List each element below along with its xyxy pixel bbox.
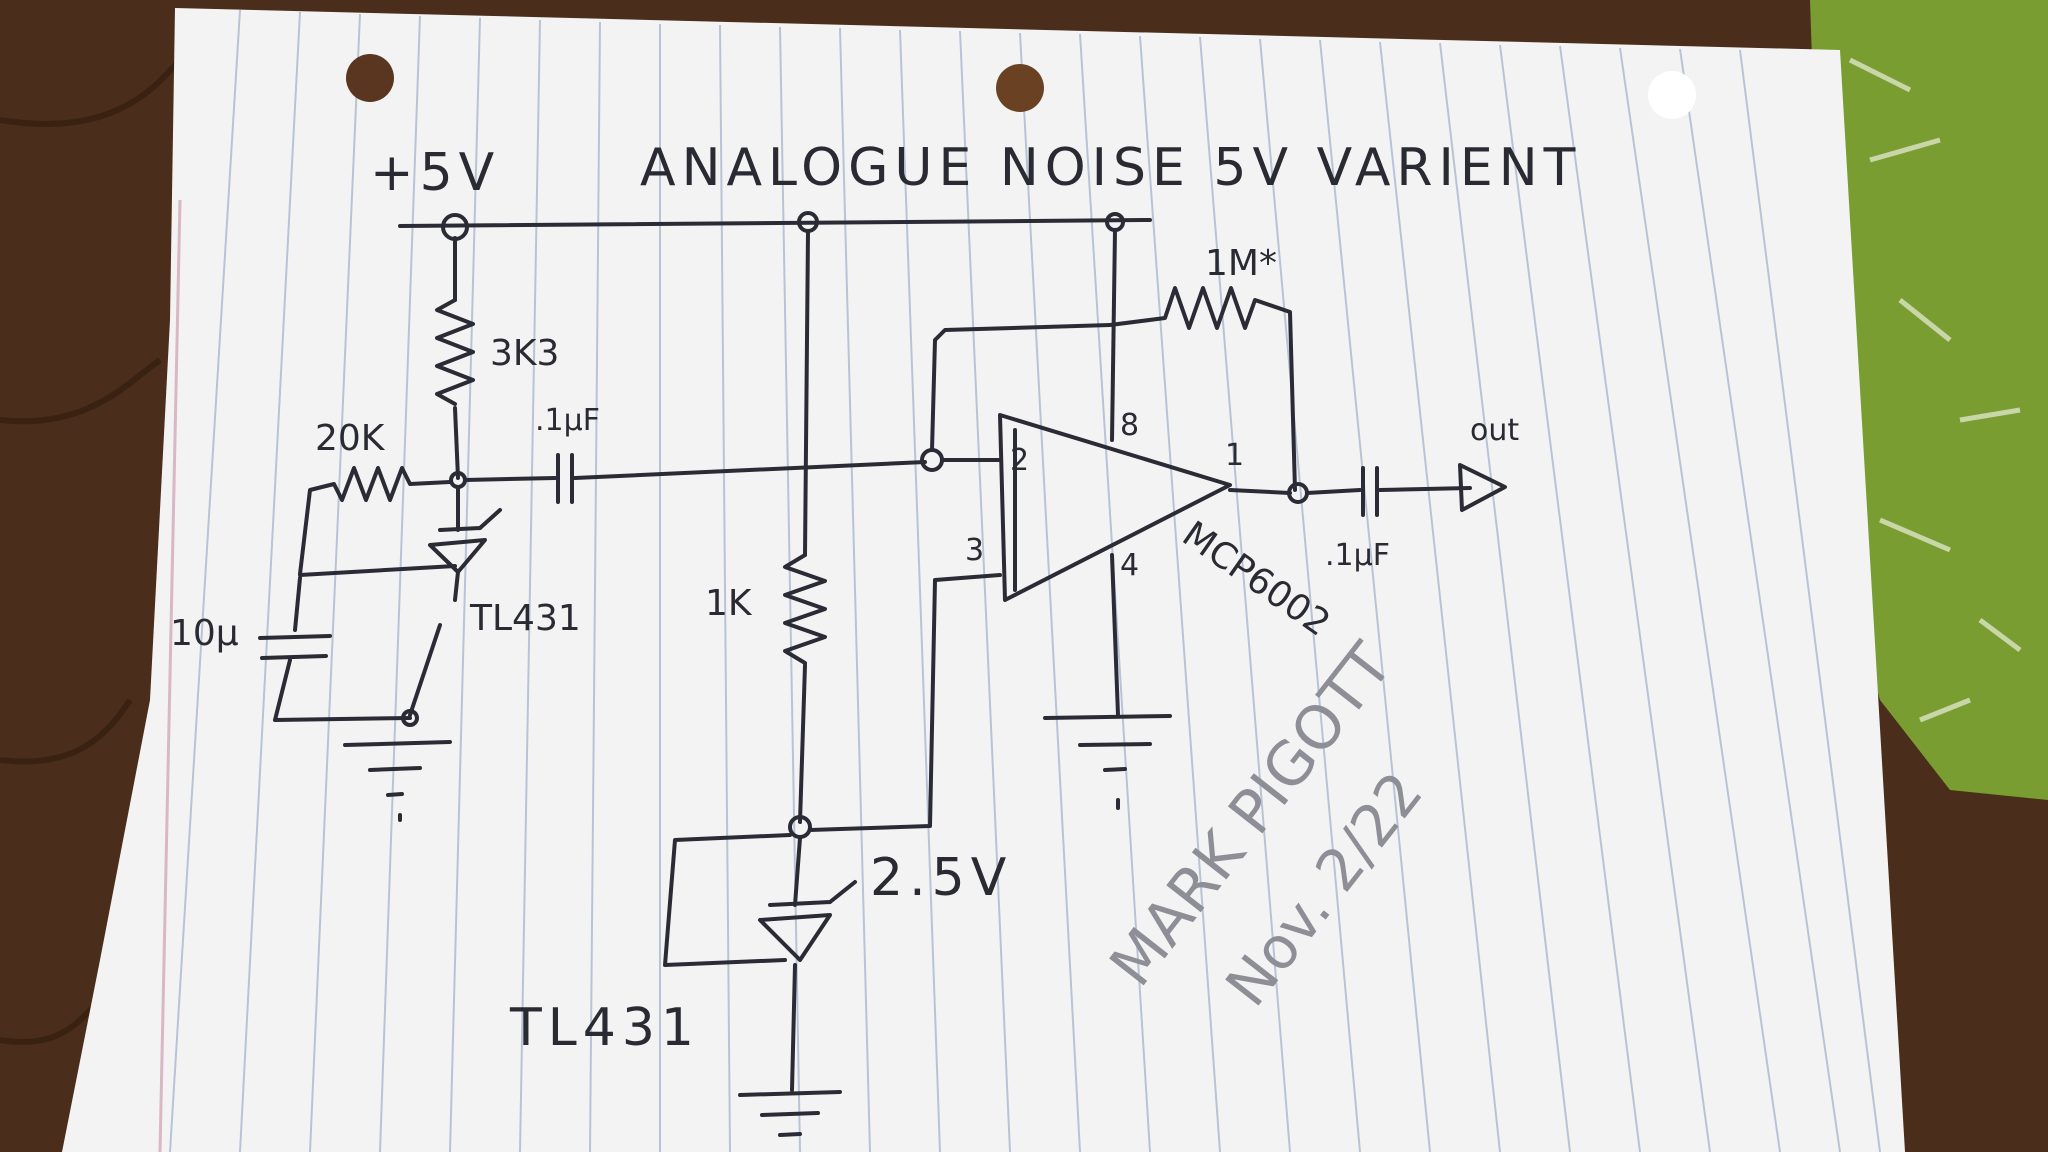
punch-hole bbox=[346, 54, 394, 102]
margin-line bbox=[158, 199, 182, 1152]
wire-mid-down bbox=[803, 230, 810, 557]
wire-to-output bbox=[1378, 486, 1472, 492]
resistor-1m bbox=[1108, 286, 1297, 492]
opamp-pin-3: 3 bbox=[965, 533, 984, 568]
cloth-pattern bbox=[1848, 57, 2022, 723]
supply-label: +5V bbox=[370, 143, 500, 203]
resistor-3k3 bbox=[435, 298, 475, 406]
output-label: out bbox=[1470, 413, 1519, 448]
zener-top bbox=[428, 486, 502, 602]
punch-hole bbox=[1648, 71, 1696, 119]
wire-to-cap-in bbox=[463, 476, 557, 482]
supply-rail bbox=[398, 218, 1152, 228]
cap-out-label: .1μF bbox=[1325, 538, 1390, 573]
opamp-pin-2: 2 bbox=[1010, 443, 1029, 478]
wire-to-cap-out bbox=[1305, 488, 1362, 495]
zener-bottom bbox=[758, 836, 857, 1092]
opamp-pin-8: 8 bbox=[1120, 408, 1139, 443]
cap-in-plates bbox=[556, 453, 574, 504]
wire-to-node-a bbox=[453, 406, 460, 480]
cap-bypass bbox=[258, 576, 412, 722]
output-arrow bbox=[1458, 463, 1507, 512]
pin4-wire bbox=[1110, 553, 1120, 717]
resistor-3k3-label: 3K3 bbox=[490, 333, 559, 374]
zener-bottom-label: TL431 bbox=[509, 998, 700, 1058]
vref-label: 2.5V bbox=[870, 848, 1012, 908]
opamp-triangle bbox=[998, 413, 1232, 602]
cap-in-label: .1μF bbox=[535, 403, 600, 438]
cap-bypass-label: 10μ bbox=[170, 613, 239, 654]
opamp-pin-4: 4 bbox=[1120, 548, 1139, 583]
vref-to-pin3 bbox=[808, 573, 1002, 832]
resistor-20k bbox=[298, 466, 452, 576]
opamp-pin-1: 1 bbox=[1225, 438, 1244, 473]
punch-hole bbox=[996, 64, 1044, 112]
resistor-20k-label: 20K bbox=[315, 418, 386, 459]
zener-top-label: TL431 bbox=[469, 598, 581, 639]
node-ground-left bbox=[401, 709, 419, 727]
diagram-title: ANALOGUE NOISE 5V VARIENT bbox=[640, 138, 1581, 198]
zener-top-wire-left bbox=[298, 564, 457, 577]
pin2-to-feedback bbox=[930, 323, 1112, 452]
zener-bottom-loop bbox=[663, 833, 792, 967]
wire-cap-to-pin2 bbox=[573, 460, 927, 480]
ground-left bbox=[343, 740, 452, 822]
wire-to-vref-node bbox=[798, 663, 807, 824]
cap-out-plates bbox=[1361, 466, 1379, 517]
resistor-1k-label: 1K bbox=[705, 583, 753, 624]
resistor-1m-label: 1M* bbox=[1205, 243, 1277, 284]
opamp-output-wire bbox=[1228, 488, 1292, 495]
zener-top-wire-down bbox=[408, 623, 442, 717]
wood-grain bbox=[0, 57, 183, 1045]
resistor-1k bbox=[783, 553, 827, 665]
pin8-wire bbox=[1110, 228, 1117, 442]
ground-bottom bbox=[738, 1090, 842, 1137]
ground-right bbox=[1043, 714, 1172, 810]
